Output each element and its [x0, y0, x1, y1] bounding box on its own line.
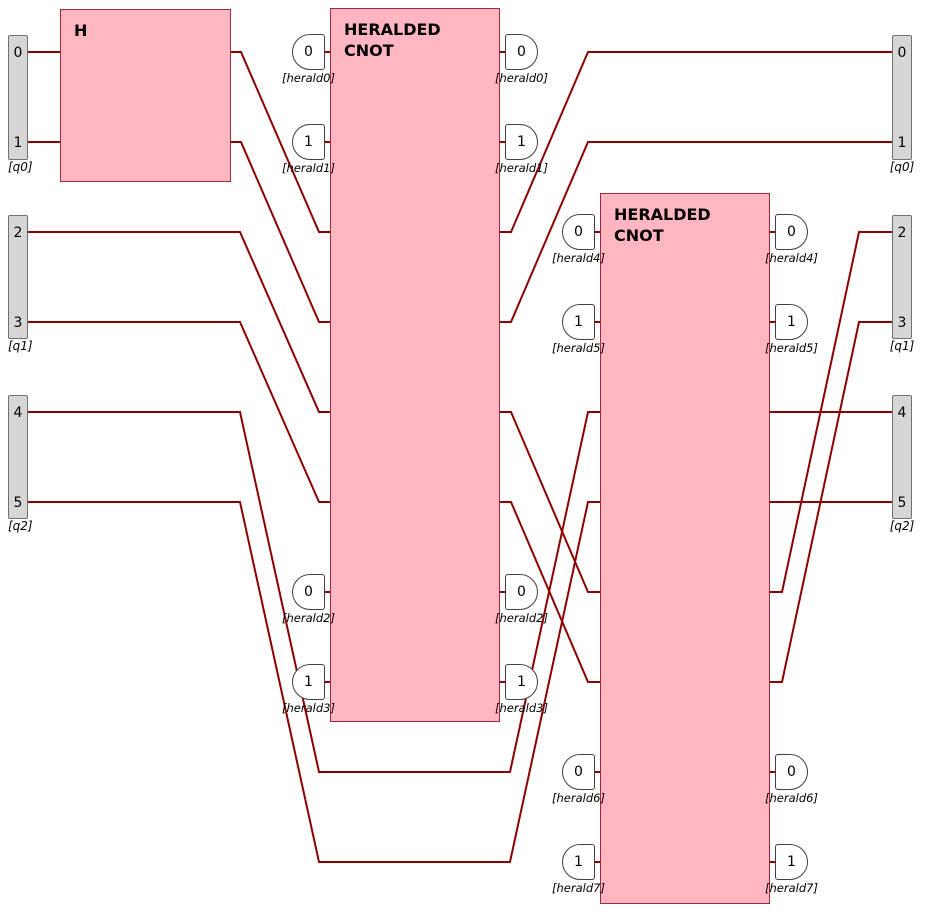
cnot2-herald4-input-value: 0: [562, 214, 595, 250]
cnot1-herald3-output: 1 [herald3]: [495, 664, 548, 715]
wire-h-out0-to-cnot1: [231, 51, 330, 233]
cnot1-herald0-input: 0 [herald0]: [282, 34, 335, 85]
cnot2-herald4-input: 0 [herald4]: [552, 214, 605, 265]
heralded-cnot-1-title: HERALDED CNOT: [344, 19, 441, 61]
output-rail-q2: 4 5 [q2]: [890, 395, 914, 533]
input-rail-q1-label: [q1]: [8, 339, 33, 353]
cnot1-herald1-input-value: 1: [292, 124, 325, 160]
input-port-4: 4: [13, 405, 23, 421]
cnot2-herald7-input-label: [herald7]: [552, 881, 605, 895]
heralded-cnot-1: HERALDED CNOT: [330, 8, 500, 722]
output-port-5: 5: [897, 495, 907, 511]
output-rail-q1: 2 3 [q1]: [890, 215, 914, 353]
wire-in2-to-cnot1: [28, 231, 330, 413]
wire-h-out1-to-cnot1: [231, 141, 330, 323]
cnot1-herald2-output: 0 [herald2]: [495, 574, 548, 625]
cnot1-herald2-output-label: [herald2]: [495, 611, 548, 625]
output-rail-q0: 0 1 [q0]: [890, 35, 914, 174]
wire-cnot1-out-to-port0: [500, 51, 892, 233]
cnot2-herald5-input-value: 1: [562, 304, 595, 340]
cnot1-herald3-input: 1 [herald3]: [282, 664, 335, 715]
input-port-2: 2: [13, 225, 23, 241]
cnot1-herald2-output-value: 0: [505, 574, 538, 610]
wire-in5-bypass-to-cnot2: [28, 501, 600, 863]
cnot2-herald7-output-value: 1: [775, 844, 808, 880]
cnot2-herald6-input-value: 0: [562, 754, 595, 790]
h-gate-label: H: [74, 21, 88, 40]
input-rail-q0-label: [q0]: [8, 160, 33, 174]
output-port-4: 4: [897, 405, 907, 421]
output-port-2: 2: [897, 225, 907, 241]
output-rail-q1-label: [q1]: [889, 339, 915, 353]
wire-cnot1-out-to-cnot2-a: [500, 411, 600, 593]
heralded-cnot-2-title: HERALDED CNOT: [614, 204, 711, 246]
cnot2-herald5-output-label: [herald5]: [765, 341, 818, 355]
heralded-cnot-2-title-line2: CNOT: [614, 226, 664, 245]
cnot2-herald7-input-value: 1: [562, 844, 595, 880]
cnot1-herald1-input: 1 [herald1]: [282, 124, 335, 175]
cnot2-herald4-output-value: 0: [775, 214, 808, 250]
input-port-0: 0: [13, 45, 23, 61]
cnot2-herald6-output-label: [herald6]: [765, 791, 818, 805]
input-port-3: 3: [13, 315, 23, 331]
cnot2-herald5-input: 1 [herald5]: [552, 304, 605, 355]
cnot1-herald0-input-label: [herald0]: [282, 71, 335, 85]
wire-in3-to-cnot1: [28, 321, 330, 503]
input-rail-q1: 2 3 [q1]: [8, 215, 33, 353]
cnot1-herald2-input-value: 0: [292, 574, 325, 610]
cnot2-herald4-output: 0 [herald4]: [765, 214, 818, 265]
cnot2-herald5-output: 1 [herald5]: [765, 304, 818, 355]
output-port-0: 0: [897, 45, 907, 61]
cnot2-herald6-input: 0 [herald6]: [552, 754, 605, 805]
heralded-cnot-1-title-line2: CNOT: [344, 41, 394, 60]
cnot2-herald4-output-label: [herald4]: [765, 251, 818, 265]
cnot1-herald3-input-label: [herald3]: [282, 701, 335, 715]
cnot2-herald6-input-label: [herald6]: [552, 791, 605, 805]
cnot2-herald6-output: 0 [herald6]: [765, 754, 818, 805]
cnot1-herald0-output-label: [herald0]: [495, 71, 548, 85]
cnot2-herald7-output: 1 [herald7]: [765, 844, 818, 895]
heralded-cnot-2-title-line1: HERALDED: [614, 205, 711, 224]
cnot2-herald7-output-label: [herald7]: [765, 881, 818, 895]
cnot1-herald2-input: 0 [herald2]: [282, 574, 335, 625]
cnot1-herald1-output-label: [herald1]: [495, 161, 548, 175]
output-rail-q0-label: [q0]: [889, 160, 915, 174]
output-rail-q2-label: [q2]: [889, 519, 915, 533]
wire-in4-bypass-to-cnot2: [28, 411, 600, 773]
input-rail-q2: 4 5 [q2]: [8, 395, 33, 533]
cnot1-herald0-input-value: 0: [292, 34, 325, 70]
cnot1-herald1-output: 1 [herald1]: [495, 124, 548, 175]
cnot1-herald1-output-value: 1: [505, 124, 538, 160]
input-port-1: 1: [13, 135, 23, 151]
cnot1-herald0-output-value: 0: [505, 34, 538, 70]
input-port-5: 5: [13, 495, 23, 511]
cnot2-herald6-output-value: 0: [775, 754, 808, 790]
wire-cnot2-out-to-port2: [770, 231, 892, 593]
wire-cnot2-out-to-port3: [770, 321, 892, 683]
cnot1-herald3-output-label: [herald3]: [495, 701, 548, 715]
cnot1-herald3-output-value: 1: [505, 664, 538, 700]
h-gate: H: [60, 9, 231, 182]
cnot2-herald4-input-label: [herald4]: [552, 251, 605, 265]
cnot2-herald5-input-label: [herald5]: [552, 341, 605, 355]
heralded-cnot-1-title-line1: HERALDED: [344, 20, 441, 39]
wire-herald-stubs: [322, 51, 777, 863]
cnot1-herald3-input-value: 1: [292, 664, 325, 700]
input-rail-q0: 0 1 [q0]: [8, 35, 33, 174]
input-rail-q2-label: [q2]: [8, 519, 33, 533]
cnot1-herald1-input-label: [herald1]: [282, 161, 335, 175]
wire-cnot1-out-to-port1: [500, 141, 892, 323]
output-port-3: 3: [897, 315, 907, 331]
cnot1-herald0-output: 0 [herald0]: [495, 34, 548, 85]
output-port-1: 1: [897, 135, 907, 151]
cnot2-herald7-input: 1 [herald7]: [552, 844, 605, 895]
cnot1-herald2-input-label: [herald2]: [282, 611, 335, 625]
heralded-cnot-2: HERALDED CNOT: [600, 193, 770, 904]
cnot2-herald5-output-value: 1: [775, 304, 808, 340]
wire-cnot1-out-to-cnot2-b: [500, 501, 600, 683]
